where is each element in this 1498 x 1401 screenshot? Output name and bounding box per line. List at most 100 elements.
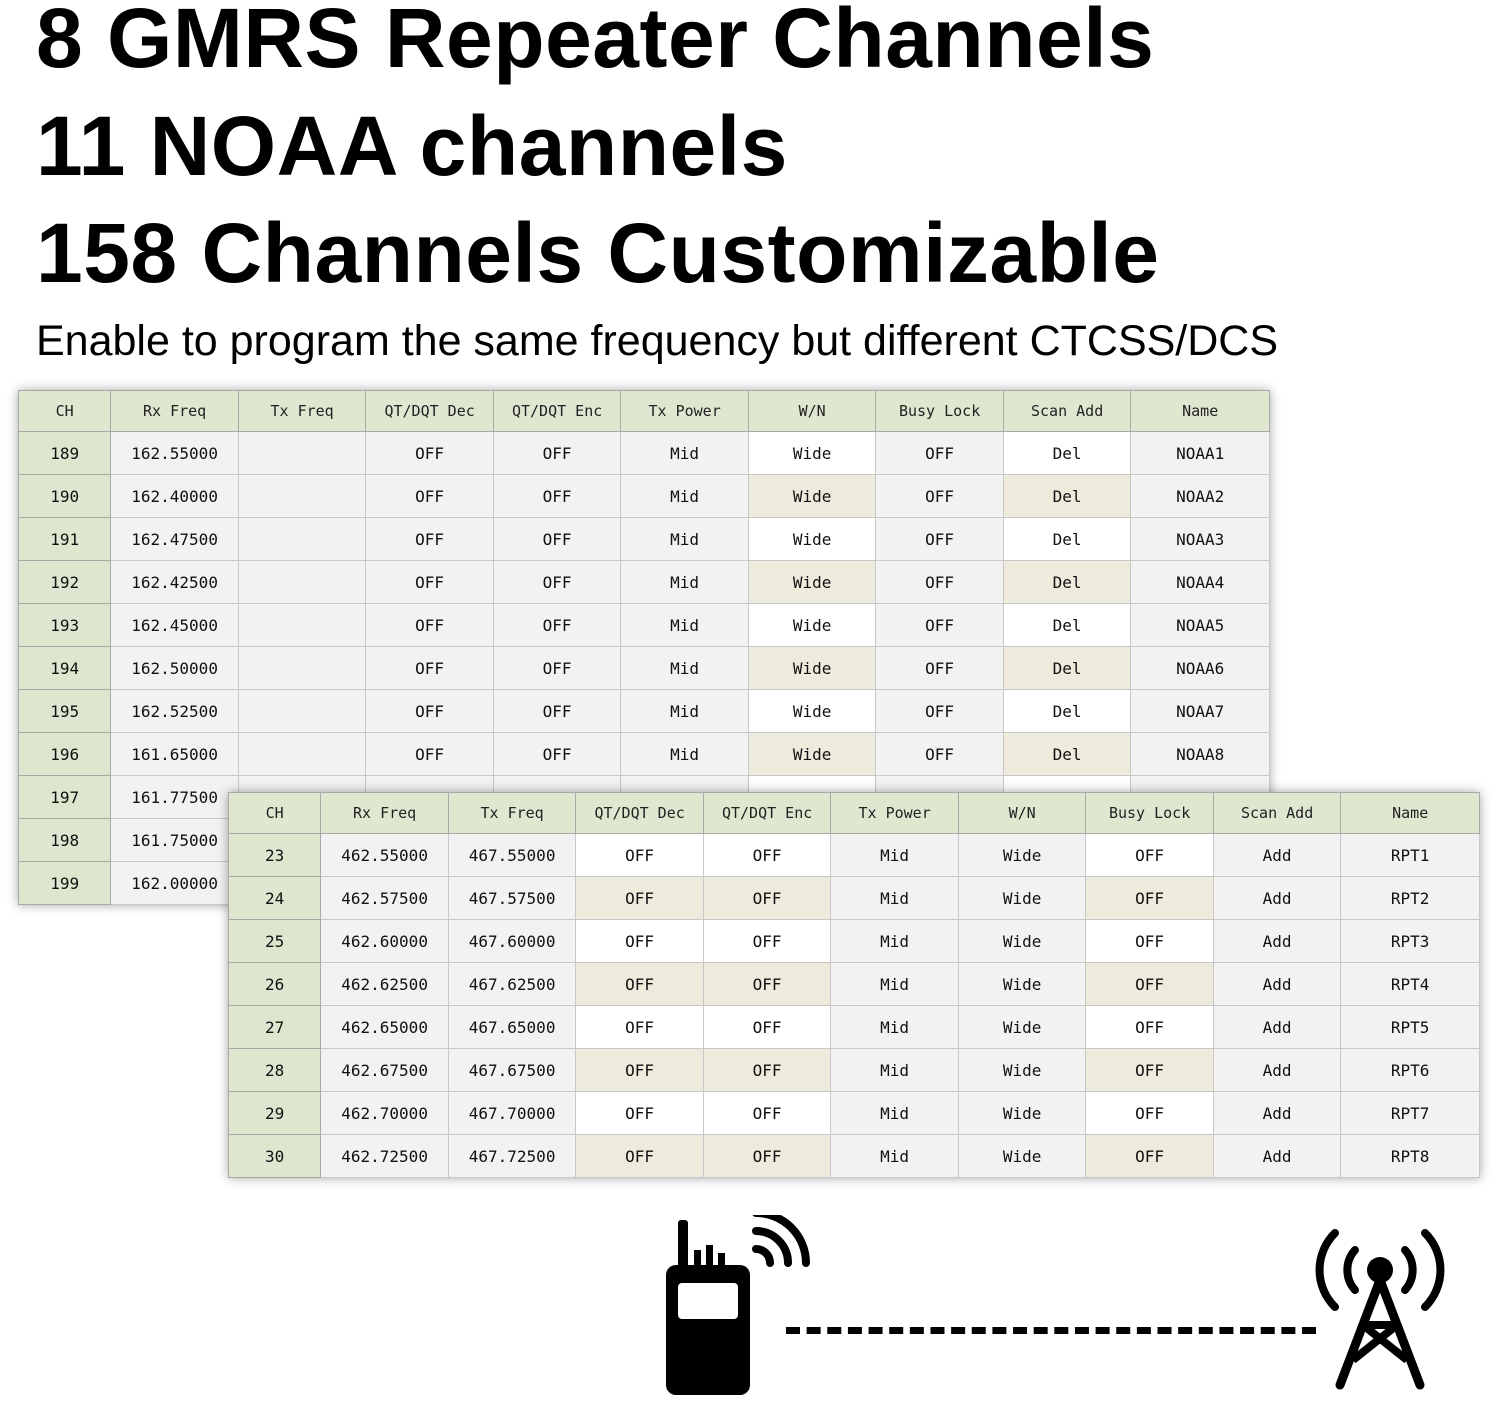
- table-cell[interactable]: Mid: [830, 1005, 959, 1049]
- table-cell[interactable]: OFF: [1085, 1005, 1214, 1049]
- table-cell[interactable]: Add: [1212, 919, 1342, 963]
- table-cell[interactable]: Wide: [747, 431, 877, 475]
- table-cell[interactable]: Mid: [620, 517, 749, 561]
- table-cell[interactable]: 162.45000: [110, 603, 239, 647]
- table-cell[interactable]: 162.52500: [110, 689, 239, 733]
- table-cell[interactable]: OFF: [875, 732, 1004, 776]
- table-cell[interactable]: OFF: [875, 646, 1004, 690]
- table-cell[interactable]: Wide: [957, 833, 1087, 877]
- table-cell[interactable]: 462.65000: [320, 1005, 449, 1049]
- table-cell[interactable]: Del: [1002, 517, 1132, 561]
- table-cell[interactable]: OFF: [575, 876, 704, 920]
- table-cell[interactable]: 24: [227, 876, 322, 920]
- table-cell[interactable]: Wide: [957, 876, 1087, 920]
- table-cell[interactable]: RPT3: [1340, 919, 1480, 963]
- table-cell[interactable]: 162.42500: [110, 560, 239, 604]
- table-cell[interactable]: Del: [1002, 560, 1132, 604]
- table-cell[interactable]: 462.55000: [320, 833, 449, 877]
- table-cell[interactable]: 162.00000: [110, 861, 239, 905]
- table-cell[interactable]: Wide: [957, 1134, 1087, 1178]
- table-cell[interactable]: 196: [17, 732, 112, 776]
- table-cell[interactable]: Wide: [957, 962, 1087, 1006]
- table-cell[interactable]: OFF: [1085, 1091, 1214, 1135]
- table-cell[interactable]: 23: [227, 833, 322, 877]
- table-cell[interactable]: OFF: [575, 833, 704, 877]
- table-cell[interactable]: OFF: [702, 1048, 832, 1092]
- table-cell[interactable]: OFF: [365, 732, 494, 776]
- table-cell[interactable]: Wide: [747, 474, 877, 518]
- table-cell[interactable]: Mid: [620, 689, 749, 733]
- table-cell[interactable]: 25: [227, 919, 322, 963]
- table-cell[interactable]: Mid: [620, 474, 749, 518]
- table-cell[interactable]: Mid: [830, 876, 959, 920]
- table-cell[interactable]: 194: [17, 646, 112, 690]
- table-cell[interactable]: 162.55000: [110, 431, 239, 475]
- table-cell[interactable]: 29: [227, 1091, 322, 1135]
- table-cell[interactable]: [237, 431, 367, 475]
- table-cell[interactable]: NOAA7: [1130, 689, 1270, 733]
- table-cell[interactable]: 462.57500: [320, 876, 449, 920]
- table-cell[interactable]: 195: [17, 689, 112, 733]
- table-cell[interactable]: OFF: [1085, 833, 1214, 877]
- table-cell[interactable]: 462.72500: [320, 1134, 449, 1178]
- table-cell[interactable]: OFF: [492, 431, 622, 475]
- table-cell[interactable]: Add: [1212, 1134, 1342, 1178]
- table-cell[interactable]: OFF: [365, 603, 494, 647]
- table-cell[interactable]: 26: [227, 962, 322, 1006]
- table-cell[interactable]: OFF: [575, 919, 704, 963]
- table-cell[interactable]: 467.72500: [447, 1134, 577, 1178]
- table-cell[interactable]: 198: [17, 818, 112, 862]
- table-cell[interactable]: Mid: [830, 1048, 959, 1092]
- table-cell[interactable]: Add: [1212, 962, 1342, 1006]
- table-cell[interactable]: Mid: [620, 603, 749, 647]
- table-cell[interactable]: NOAA5: [1130, 603, 1270, 647]
- table-cell[interactable]: OFF: [702, 833, 832, 877]
- table-cell[interactable]: 462.67500: [320, 1048, 449, 1092]
- table-cell[interactable]: 27: [227, 1005, 322, 1049]
- table-cell[interactable]: 462.62500: [320, 962, 449, 1006]
- table-cell[interactable]: Del: [1002, 646, 1132, 690]
- table-cell[interactable]: 190: [17, 474, 112, 518]
- table-cell[interactable]: Add: [1212, 1048, 1342, 1092]
- table-cell[interactable]: 467.70000: [447, 1091, 577, 1135]
- table-cell[interactable]: 162.47500: [110, 517, 239, 561]
- table-cell[interactable]: RPT5: [1340, 1005, 1480, 1049]
- table-cell[interactable]: Del: [1002, 603, 1132, 647]
- table-cell[interactable]: Del: [1002, 431, 1132, 475]
- table-cell[interactable]: Del: [1002, 689, 1132, 733]
- table-cell[interactable]: Mid: [620, 732, 749, 776]
- table-cell[interactable]: OFF: [702, 919, 832, 963]
- table-cell[interactable]: Wide: [747, 732, 877, 776]
- table-cell[interactable]: 467.60000: [447, 919, 577, 963]
- table-cell[interactable]: Wide: [957, 1005, 1087, 1049]
- table-cell[interactable]: [237, 689, 367, 733]
- table-cell[interactable]: NOAA8: [1130, 732, 1270, 776]
- table-cell[interactable]: 467.65000: [447, 1005, 577, 1049]
- table-cell[interactable]: 161.65000: [110, 732, 239, 776]
- table-cell[interactable]: OFF: [492, 474, 622, 518]
- table-cell[interactable]: Wide: [747, 560, 877, 604]
- table-cell[interactable]: NOAA6: [1130, 646, 1270, 690]
- table-cell[interactable]: Del: [1002, 474, 1132, 518]
- table-cell[interactable]: OFF: [702, 1091, 832, 1135]
- table-cell[interactable]: OFF: [702, 1005, 832, 1049]
- table-cell[interactable]: 467.55000: [447, 833, 577, 877]
- table-cell[interactable]: RPT2: [1340, 876, 1480, 920]
- table-cell[interactable]: Mid: [620, 560, 749, 604]
- table-cell[interactable]: OFF: [875, 560, 1004, 604]
- table-cell[interactable]: 467.67500: [447, 1048, 577, 1092]
- table-cell[interactable]: Mid: [830, 962, 959, 1006]
